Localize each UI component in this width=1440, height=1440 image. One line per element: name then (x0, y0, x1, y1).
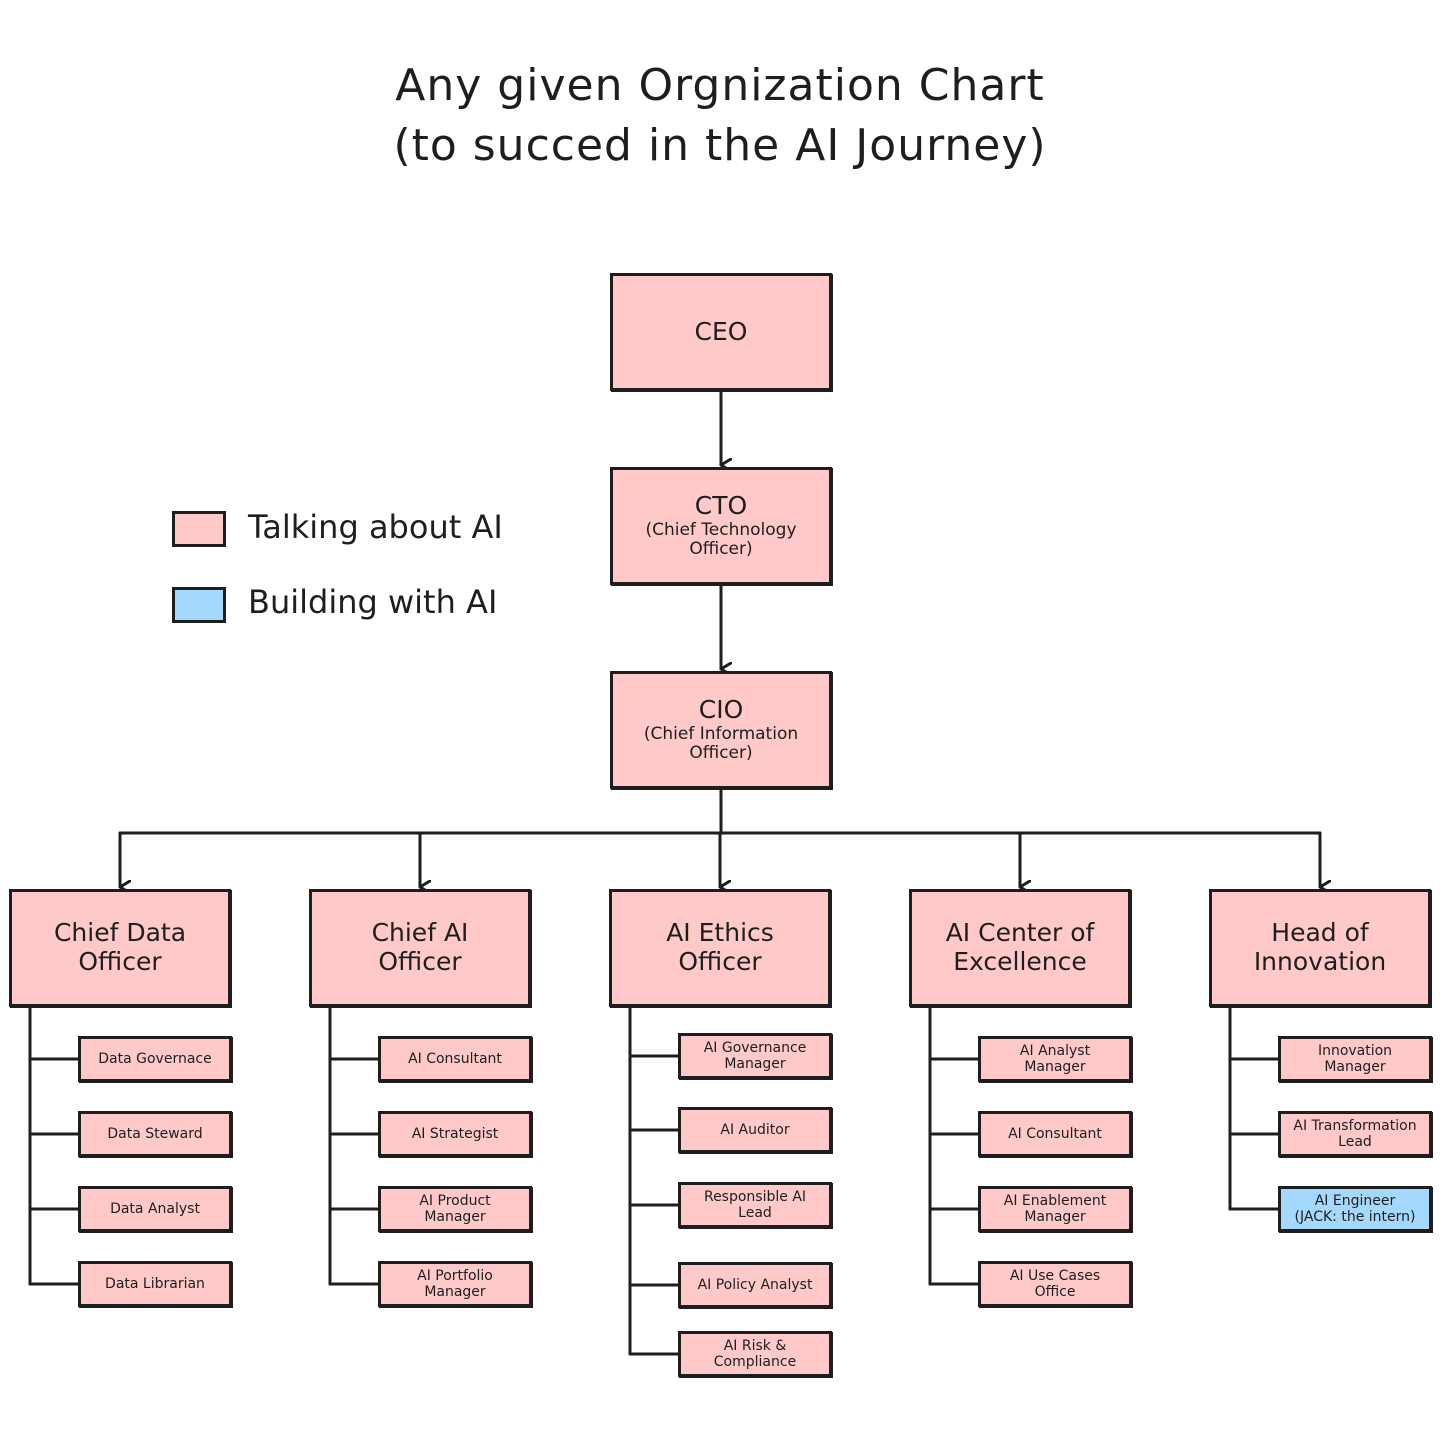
ceo-box: CEO (610, 273, 832, 391)
cto-subtitle-1: (Chief Technology (645, 519, 797, 540)
role-label-line1: AI Product (419, 1192, 491, 1209)
role-label-line1: AI Auditor (720, 1121, 790, 1138)
role-box: AI Auditor (678, 1107, 832, 1153)
role-label-line1: AI Consultant (1008, 1125, 1102, 1142)
department-title-line1: Chief Data (53, 918, 187, 948)
legend-label-building: Building with AI (248, 583, 498, 621)
legend-label-talking: Talking about AI (248, 508, 503, 546)
role-label-line2: (JACK: the intern) (1294, 1209, 1416, 1225)
role-box: Data Librarian (78, 1261, 232, 1307)
role-label-line2: Manager (424, 1284, 486, 1300)
ceo-title: CEO (694, 316, 748, 346)
cio-title: CIO (698, 695, 744, 725)
role-label-line1: AI Consultant (408, 1050, 502, 1067)
role-label-line1: AI Analyst (1019, 1042, 1091, 1059)
role-label-line2: Manager (1024, 1059, 1086, 1075)
role-box: Data Governace (78, 1036, 232, 1082)
department-title-line2: Officer (678, 947, 762, 976)
role-label-line2: Lead (738, 1205, 772, 1221)
role-box: AI Policy Analyst (678, 1262, 832, 1308)
role-box: AI Strategist (378, 1111, 532, 1157)
role-box: AI Consultant (978, 1111, 1132, 1157)
role-box: AI Consultant (378, 1036, 532, 1082)
role-label-line1: AI Enablement (1003, 1192, 1107, 1209)
role-label-line2: Manager (424, 1209, 486, 1225)
cto-box: CTO (Chief Technology Officer) (610, 467, 832, 585)
role-box: AI Risk &Compliance (678, 1331, 832, 1377)
role-label-line1: Data Librarian (105, 1275, 205, 1292)
role-label-line1: AI Engineer (1314, 1192, 1396, 1209)
department-title-line1: Head of (1271, 918, 1369, 948)
cto-subtitle-2: Officer) (689, 539, 753, 560)
cio-subtitle-1: (Chief Information (643, 723, 799, 744)
department-title-line2: Officer (78, 947, 162, 976)
role-label-line2: Office (1034, 1284, 1076, 1300)
role-label-line1: AI Risk & (723, 1337, 787, 1354)
role-label-line1: Data Steward (107, 1125, 203, 1142)
department-title-line1: Chief AI (371, 918, 469, 948)
role-label-line1: Data Analyst (110, 1200, 200, 1217)
cio-box: CIO (Chief Information Officer) (610, 671, 832, 789)
legend-swatch-talking (172, 511, 226, 547)
department-title-line1: AI Ethics (666, 918, 774, 948)
role-label-line1: AI Use Cases (1009, 1267, 1101, 1284)
department-title-line2: Excellence (953, 947, 1087, 976)
role-box: AI Engineer(JACK: the intern) (1278, 1186, 1432, 1232)
role-box: Data Steward (78, 1111, 232, 1157)
role-label-line2: Manager (1024, 1209, 1086, 1225)
department-title-line2: Officer (378, 947, 462, 976)
cto-title: CTO (694, 491, 748, 521)
role-label-line1: Data Governace (98, 1050, 212, 1067)
role-label-line1: AI Portfolio (417, 1267, 493, 1284)
role-label-line2: Compliance (713, 1354, 797, 1370)
role-label-line1: Responsible AI (703, 1188, 807, 1205)
department-title-line1: AI Center of (945, 918, 1095, 948)
role-label-line1: AI Policy Analyst (697, 1276, 813, 1293)
chart-title-line-2: (to succed in the AI Journey) (393, 120, 1047, 171)
role-label-line1: Innovation (1317, 1042, 1393, 1059)
role-label-line1: AI Strategist (411, 1125, 499, 1142)
role-label-line2: Lead (1338, 1134, 1372, 1150)
department-title-line2: Innovation (1253, 947, 1387, 976)
role-box: Data Analyst (78, 1186, 232, 1232)
role-label-line1: AI Governance (703, 1039, 807, 1056)
role-label-line2: Manager (1324, 1059, 1386, 1075)
legend-swatch-building (172, 587, 226, 623)
cio-subtitle-2: Officer) (689, 743, 753, 764)
chart-title-line-1: Any given Orgnization Chart (395, 60, 1045, 111)
role-label-line1: AI Transformation (1293, 1117, 1417, 1134)
role-label-line2: Manager (724, 1056, 786, 1072)
